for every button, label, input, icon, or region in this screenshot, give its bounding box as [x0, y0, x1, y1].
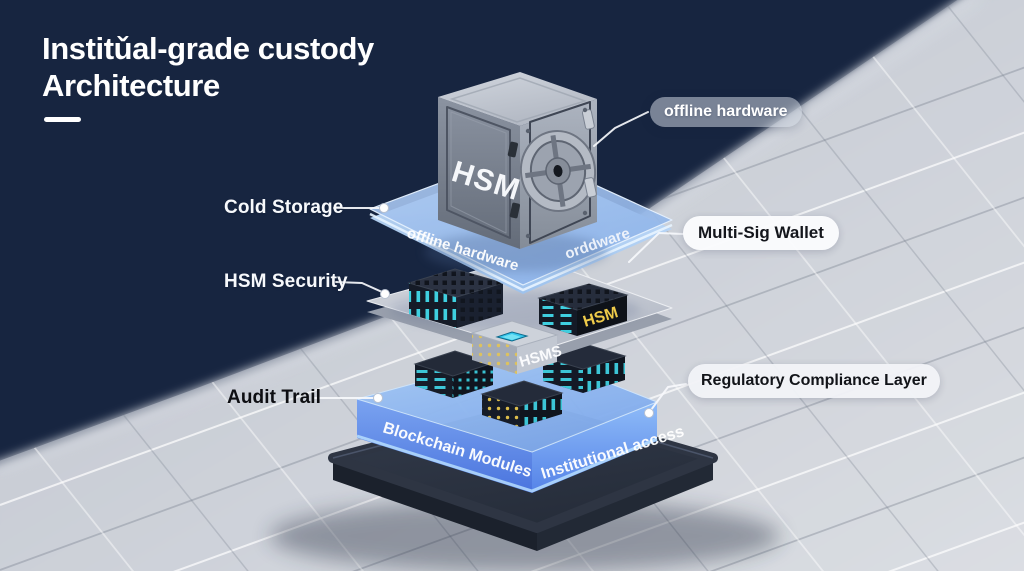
title-underline [44, 117, 81, 122]
hsm-module-dark-left [407, 268, 505, 328]
regulatory-leader [650, 383, 687, 411]
audit-trail-label: Audit Trail [227, 387, 321, 408]
leader-dots [373, 203, 654, 418]
page-title: Institǔal-grade custody Architecture [42, 30, 374, 104]
leader-lines [313, 111, 687, 411]
title-line-2: Architecture [42, 68, 220, 103]
cold-storage-label: Cold Storage [224, 197, 344, 218]
multi-sig-wallet-pill: Multi-Sig Wallet [683, 216, 839, 250]
hsm-safe: HSM [438, 72, 597, 249]
offline-hardware-leader [593, 111, 649, 147]
safe-dial [519, 130, 597, 212]
hsm-security-label: HSM Security [224, 271, 348, 292]
title-line-1: Institǔal-grade custody [42, 31, 374, 66]
server-module [480, 380, 564, 427]
hsm-security-leader [335, 281, 383, 293]
blockchain-modules [413, 343, 627, 427]
multi-sig-leader [628, 232, 684, 263]
server-module [541, 343, 627, 393]
regulatory-compliance-pill: Regulatory Compliance Layer [688, 364, 940, 398]
offline-hardware-pill: offline hardware [650, 97, 802, 127]
hsm-module-dark-right: HSM [537, 283, 629, 336]
